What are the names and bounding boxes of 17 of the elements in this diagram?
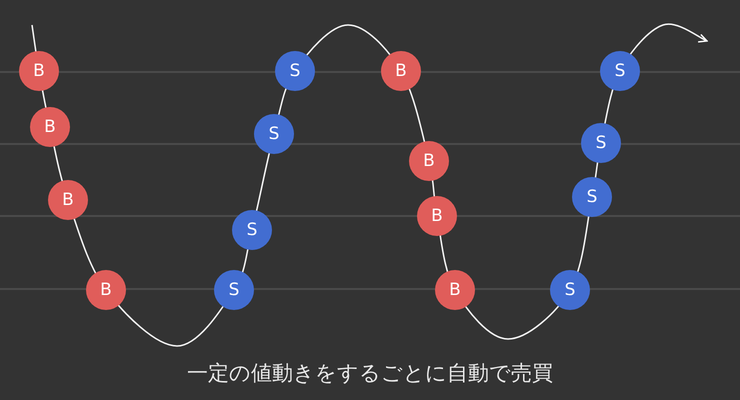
buy-marker: B bbox=[30, 107, 70, 147]
caption: 一定の値動きをするごとに自動で売買 bbox=[187, 361, 553, 386]
sell-marker: S bbox=[581, 123, 621, 163]
buy-marker: B bbox=[86, 270, 126, 310]
sell-marker: S bbox=[600, 51, 640, 91]
sell-marker: S bbox=[550, 270, 590, 310]
buy-marker: B bbox=[435, 270, 475, 310]
sell-marker: S bbox=[232, 210, 272, 250]
buy-marker: B bbox=[417, 196, 457, 236]
sell-marker: S bbox=[214, 270, 254, 310]
sell-marker: S bbox=[254, 114, 294, 154]
buy-marker: B bbox=[381, 51, 421, 91]
buy-marker: B bbox=[48, 180, 88, 220]
sell-marker: S bbox=[275, 51, 315, 91]
sell-marker: S bbox=[572, 177, 612, 217]
buy-marker: B bbox=[409, 141, 449, 181]
buy-marker: B bbox=[19, 51, 59, 91]
